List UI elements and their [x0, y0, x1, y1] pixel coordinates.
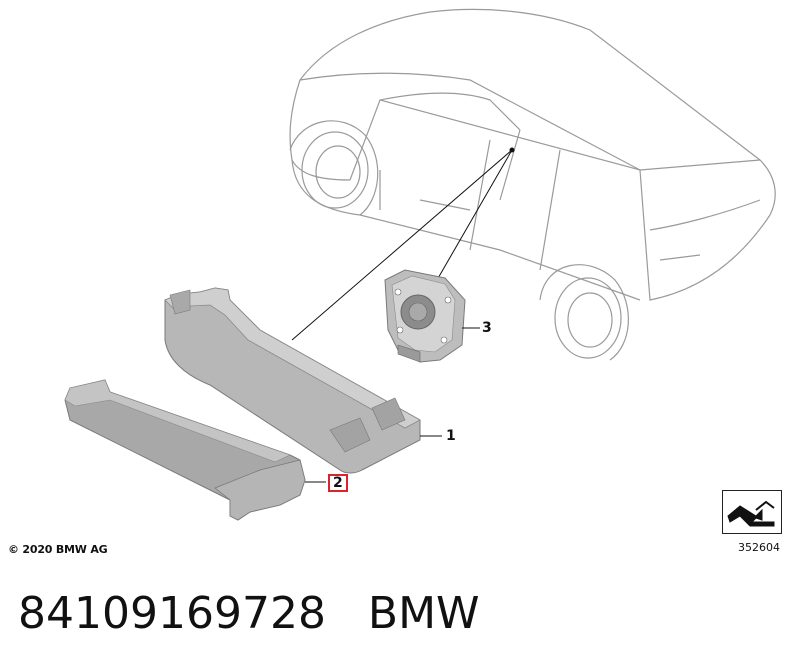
- diagram-svg: [64, 8, 776, 521]
- navigation-arrow-icon[interactable]: [722, 490, 782, 534]
- leader-lines: [291, 147, 515, 341]
- brand-name: BMW: [367, 588, 480, 639]
- callout-2-highlighted[interactable]: 2: [328, 474, 348, 492]
- callout-3[interactable]: 3: [482, 320, 492, 336]
- parts-diagram: 1 2 3 © 2020 BMW AG 352604: [8, 8, 782, 556]
- car-outline: [289, 8, 776, 361]
- part-1-tray: [164, 287, 442, 474]
- drawing-number: 352604: [738, 541, 780, 554]
- callout-1[interactable]: 1: [446, 428, 456, 444]
- copyright-text: © 2020 BMW AG: [8, 543, 108, 556]
- part-2-cover: [64, 379, 326, 521]
- part-number: 84109169728: [18, 588, 326, 639]
- part-3-bracket: [384, 269, 480, 363]
- footer-caption: 84109169728 BMW: [18, 588, 480, 639]
